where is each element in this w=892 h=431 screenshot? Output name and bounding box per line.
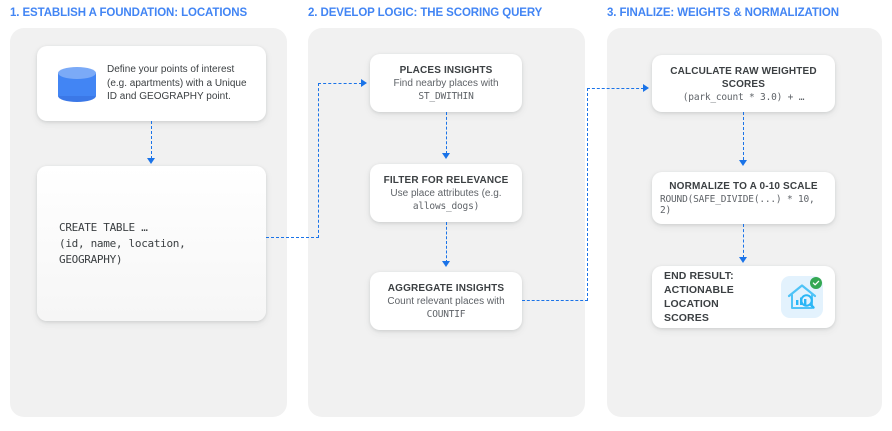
places-insights-subtitle: Find nearby places with: [393, 78, 499, 90]
connector-2a-to-2b: [446, 112, 447, 154]
calculate-raw-weighted-scores-code: (park_count * 3.0) + …: [682, 91, 805, 103]
connector-1b-to-2a-horizontal-top: [318, 83, 362, 84]
connector-2a-to-2b-arrow: [442, 153, 450, 159]
create-table-code: CREATE TABLE … (id, name, location, GEOG…: [59, 220, 186, 266]
filter-for-relevance-subtitle: Use place attributes (e.g.: [390, 188, 502, 200]
filter-for-relevance-card[interactable]: FILTER FOR RELEVANCE Use place attribute…: [370, 164, 522, 222]
connector-1b-to-2a-horizontal-bottom: [266, 237, 319, 238]
filter-for-relevance-title: FILTER FOR RELEVANCE: [383, 175, 509, 187]
aggregate-insights-card[interactable]: AGGREGATE INSIGHTS Count relevant places…: [370, 272, 522, 330]
connector-2b-to-2c: [446, 222, 447, 263]
normalize-scale-code: ROUND(SAFE_DIVIDE(...) * 10, 2): [660, 194, 815, 216]
places-insights-title: PLACES INSIGHTS: [399, 65, 493, 77]
connector-3a-to-3b: [743, 112, 744, 160]
define-points-of-interest-card[interactable]: Define your points of interest (e.g. apa…: [37, 46, 266, 121]
database-cylinder-icon: [51, 66, 103, 102]
house-analytics-icon: [781, 276, 823, 318]
connector-1b-to-2a-vertical: [318, 83, 319, 238]
connector-1b-to-2a-arrow: [361, 79, 367, 87]
connector-2c-to-3a-horizontal-top: [587, 88, 644, 89]
column-1-heading: 1. ESTABLISH A FOUNDATION: LOCATIONS: [10, 7, 248, 19]
places-insights-code: ST_DWITHIN: [418, 90, 474, 102]
column-2-heading: 2. DEVELOP LOGIC: THE SCORING QUERY: [308, 7, 543, 19]
create-table-card[interactable]: CREATE TABLE … (id, name, location, GEOG…: [37, 166, 266, 321]
connector-3a-to-3b-arrow: [739, 160, 747, 166]
calculate-raw-weighted-scores-title: CALCULATE RAW WEIGHTED SCORES: [670, 65, 817, 90]
aggregate-insights-subtitle: Count relevant places with: [387, 296, 505, 308]
normalize-scale-card[interactable]: NORMALIZE TO A 0-10 SCALE ROUND(SAFE_DIV…: [652, 172, 835, 224]
column-3-heading: 3. FINALIZE: WEIGHTS & NORMALIZATION: [607, 7, 839, 19]
aggregate-insights-code: COUNTIF: [426, 308, 466, 320]
connector-2c-to-3a-vertical: [587, 88, 588, 301]
connector-1a-to-1b: [151, 121, 152, 159]
check-badge-icon: [810, 277, 822, 289]
places-insights-card[interactable]: PLACES INSIGHTS Find nearby places with …: [370, 54, 522, 112]
end-result-card[interactable]: END RESULT: ACTIONABLE LOCATION SCORES: [652, 266, 835, 328]
end-result-title: END RESULT: ACTIONABLE LOCATION SCORES: [664, 270, 734, 324]
connector-3b-to-3c: [743, 224, 744, 258]
connector-2c-to-3a-arrow: [643, 84, 649, 92]
aggregate-insights-title: AGGREGATE INSIGHTS: [387, 283, 505, 295]
filter-for-relevance-code: allows_dogs): [412, 200, 480, 212]
connector-2b-to-2c-arrow: [442, 261, 450, 267]
calculate-raw-weighted-scores-card[interactable]: CALCULATE RAW WEIGHTED SCORES (park_coun…: [652, 55, 835, 112]
normalize-scale-title: NORMALIZE TO A 0-10 SCALE: [669, 181, 818, 192]
define-points-of-interest-text: Define your points of interest (e.g. apa…: [107, 64, 247, 103]
connector-2c-to-3a-horizontal-bottom: [522, 300, 588, 301]
connector-3b-to-3c-arrow: [739, 257, 747, 263]
connector-1a-to-1b-arrow: [147, 158, 155, 164]
